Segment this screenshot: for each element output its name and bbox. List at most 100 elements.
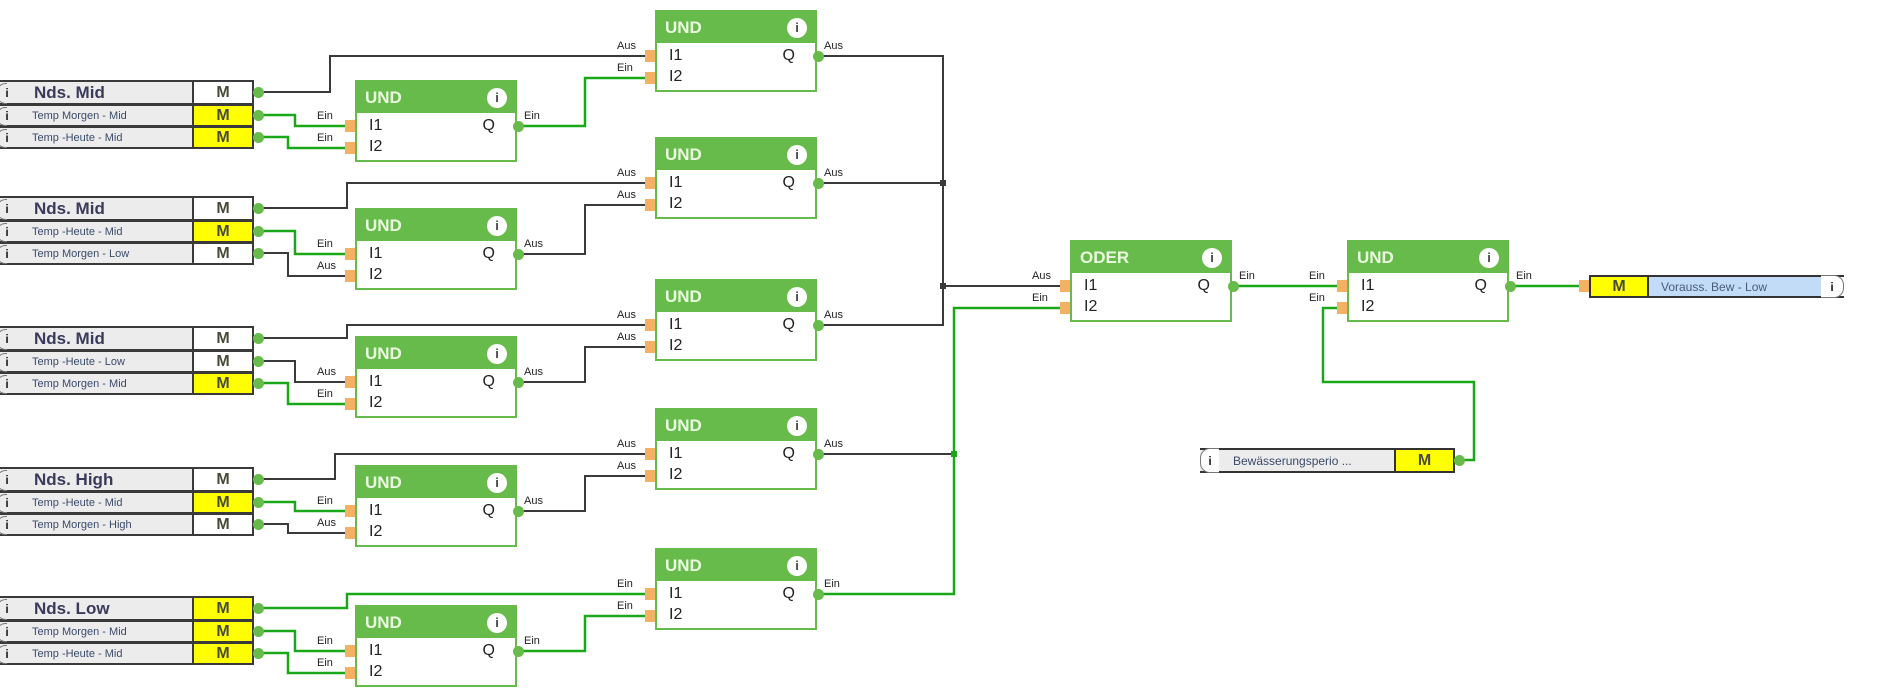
variable-output-connector[interactable] (253, 226, 264, 237)
wire-to-inner-i1[interactable] (263, 229, 347, 256)
variable-output-connector[interactable] (253, 110, 264, 121)
marker-value[interactable]: M (192, 128, 252, 147)
info-icon[interactable]: i (0, 198, 14, 219)
marker-value[interactable]: M (192, 644, 252, 663)
wire-inner-to-outer[interactable] (522, 76, 647, 128)
marker-value[interactable]: M (1591, 277, 1649, 296)
wire-to-inner-i1[interactable] (263, 113, 347, 128)
variable-output-connector[interactable] (253, 356, 264, 367)
input-pin[interactable] (345, 120, 355, 132)
block-output-connector[interactable] (513, 377, 524, 388)
info-icon[interactable]: i (487, 215, 507, 236)
input-pin[interactable] (645, 341, 655, 353)
variable-output-connector[interactable] (253, 648, 264, 659)
input-pin[interactable] (1579, 280, 1589, 292)
block-output-connector[interactable] (513, 249, 524, 260)
input-pin[interactable] (345, 527, 355, 539)
info-icon[interactable]: i (0, 598, 14, 619)
info-icon[interactable]: i (787, 555, 807, 576)
input-pin[interactable] (645, 610, 655, 622)
marker-value[interactable]: M (192, 328, 252, 349)
variable-output-connector[interactable] (1454, 455, 1465, 466)
marker-value[interactable]: M (192, 82, 252, 103)
wire-to-inner-i1[interactable] (263, 500, 347, 513)
info-icon[interactable]: i (0, 328, 14, 349)
info-icon[interactable]: i (787, 144, 807, 165)
marker-value[interactable]: M (192, 469, 252, 490)
block-output-connector[interactable] (813, 51, 824, 62)
wire-period-to-final-i2[interactable] (1321, 306, 1476, 462)
input-pin[interactable] (645, 319, 655, 331)
info-icon[interactable]: i (487, 612, 507, 633)
wire-inner-to-outer[interactable] (522, 346, 647, 383)
info-icon[interactable]: i (1821, 275, 1844, 298)
info-icon[interactable]: i (0, 374, 14, 393)
input-pin[interactable] (1060, 280, 1070, 292)
wire-to-inner-i2[interactable] (263, 135, 347, 150)
variable-output-connector[interactable] (253, 132, 264, 143)
variable-output-connector[interactable] (253, 378, 264, 389)
input-pin[interactable] (345, 270, 355, 282)
input-pin[interactable] (645, 470, 655, 482)
info-icon[interactable]: i (487, 87, 507, 108)
info-icon[interactable]: i (0, 82, 14, 103)
marker-value[interactable]: M (192, 198, 252, 219)
wire-to-outer-i1[interactable] (263, 592, 647, 610)
block-output-connector[interactable] (513, 646, 524, 657)
variable-output-connector[interactable] (253, 333, 264, 344)
marker-value[interactable]: M (192, 622, 252, 641)
wire-to-outer-i1[interactable] (263, 55, 647, 93)
info-icon[interactable]: i (1202, 247, 1222, 268)
info-icon[interactable]: i (0, 515, 14, 534)
info-icon[interactable]: i (0, 469, 14, 490)
marker-value[interactable]: M (192, 598, 252, 619)
wire-inner-to-outer[interactable] (522, 614, 647, 653)
input-pin[interactable] (1060, 302, 1070, 314)
or-bus-ein[interactable] (822, 306, 1062, 596)
input-pin[interactable] (645, 177, 655, 189)
info-icon[interactable]: i (0, 128, 14, 147)
input-pin[interactable] (645, 588, 655, 600)
marker-value[interactable]: M (1394, 450, 1453, 471)
block-output-connector[interactable] (1228, 281, 1239, 292)
wire-to-inner-i1[interactable] (263, 360, 347, 383)
input-pin[interactable] (345, 248, 355, 260)
block-output-connector[interactable] (813, 589, 824, 600)
info-icon[interactable]: i (0, 352, 14, 371)
block-output-connector[interactable] (813, 320, 824, 331)
wire-inner-to-outer[interactable] (522, 204, 647, 255)
wire-to-inner-i2[interactable] (263, 651, 347, 675)
info-icon[interactable]: i (1200, 448, 1219, 473)
input-pin[interactable] (345, 667, 355, 679)
info-icon[interactable]: i (0, 222, 14, 241)
wire-to-inner-i2[interactable] (263, 381, 347, 406)
variable-output-connector[interactable] (253, 626, 264, 637)
block-output-connector[interactable] (1505, 281, 1516, 292)
marker-value[interactable]: M (192, 244, 252, 263)
variable-output-connector[interactable] (253, 603, 264, 614)
info-icon[interactable]: i (0, 493, 14, 512)
